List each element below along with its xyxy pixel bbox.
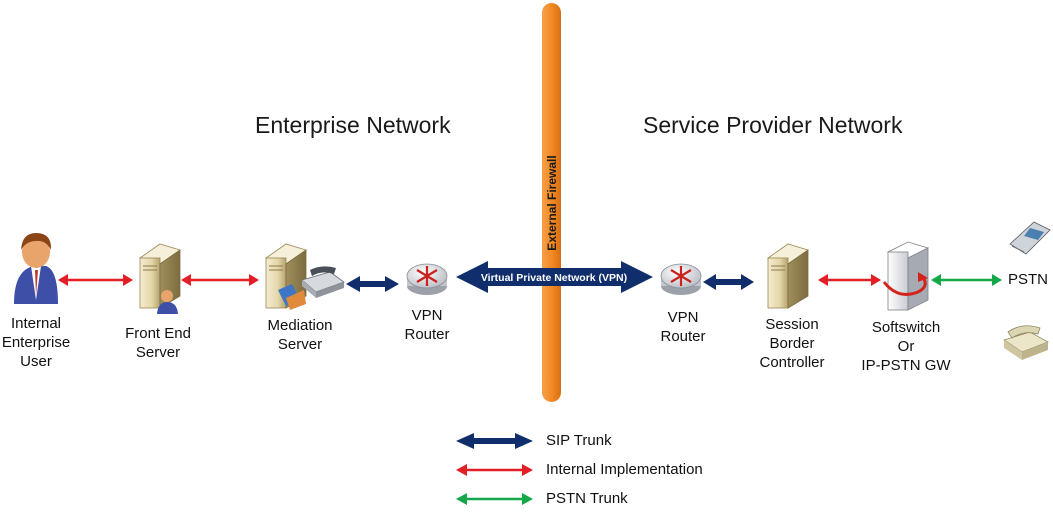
connector-user-frontend: [58, 274, 133, 286]
legend-label-sip: SIP Trunk: [546, 432, 612, 449]
external-firewall-bar: [542, 3, 561, 402]
vpn-router-right-label: VPN Router: [660, 309, 706, 345]
front-end-server-label: Front End Server: [125, 325, 191, 361]
service-provider-network-title: Service Provider Network: [643, 112, 903, 138]
session-border-controller-label: Session Border Controller: [759, 316, 825, 371]
user-icon: [14, 233, 58, 304]
mediation-server-icon: [265, 243, 345, 310]
enterprise-network-title: Enterprise Network: [255, 112, 451, 138]
connector-softswitch-pstn: [931, 274, 1002, 286]
connector-sbc-softswitch: [818, 274, 881, 286]
vpn-router-right-icon: [660, 263, 702, 295]
legend-swatch-sip: [456, 433, 533, 449]
mediation-server-label: Mediation Server: [267, 317, 333, 353]
connector-vpnrouter-sbc: [703, 274, 754, 290]
front-end-server-icon: [139, 243, 181, 314]
pstn-label: PSTN: [1007, 271, 1049, 288]
vpn-router-left-label: VPN Router: [404, 307, 450, 343]
external-firewall-label: External Firewall: [545, 155, 559, 250]
mobile-phone-icon: [1009, 221, 1051, 255]
vpn-tunnel-arrow: Virtual Private Network (VPN): [456, 261, 653, 293]
connector-mediation-vpnrouter: [346, 276, 399, 292]
internal-enterprise-user-label: Internal Enterprise User: [1, 315, 71, 370]
session-border-controller-icon: [767, 243, 809, 309]
legend-swatch-internal: [456, 464, 533, 476]
legend-swatch-pstn: [456, 493, 533, 505]
desk-phone-icon: [1003, 325, 1049, 360]
vpn-tunnel-label: Virtual Private Network (VPN): [481, 272, 627, 284]
softswitch-label: Softswitch Or IP-PSTN GW: [861, 319, 951, 374]
softswitch-icon: [882, 241, 930, 311]
connector-frontend-mediation: [181, 274, 259, 286]
legend-label-internal: Internal Implementation: [546, 461, 703, 478]
legend-label-pstn: PSTN Trunk: [546, 490, 628, 507]
vpn-router-left-icon: [406, 263, 448, 295]
